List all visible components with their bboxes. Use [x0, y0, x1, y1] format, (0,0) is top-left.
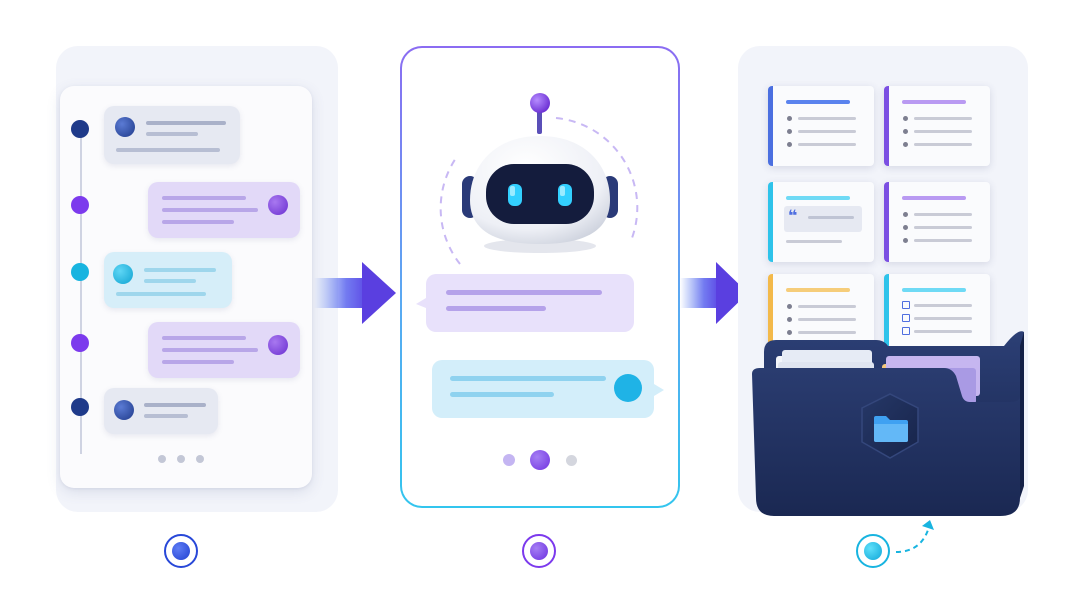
flow-timeline — [200, 520, 934, 553]
quote-icon: ❝ — [788, 206, 798, 225]
message-bubble-5 — [104, 388, 218, 434]
avatar — [115, 117, 135, 137]
cyan-node — [856, 534, 890, 568]
timeline-node-3 — [71, 263, 89, 281]
flow-arrow-1 — [314, 262, 396, 324]
message-bubble-3 — [104, 252, 232, 308]
note-card-2 — [884, 86, 990, 166]
message-bubble-2 — [148, 182, 300, 238]
flow-arrow-2 — [680, 262, 748, 324]
user-message-bubble — [432, 360, 664, 418]
note-card-6 — [884, 274, 990, 354]
avatar — [268, 195, 288, 215]
page-dot-2-active[interactable] — [530, 450, 550, 470]
timeline-node-4 — [71, 334, 89, 352]
checkbox-icon — [902, 301, 910, 309]
message-bubble-4 — [148, 322, 300, 378]
assistant-reply-bubble — [416, 274, 634, 332]
robot-icon — [439, 93, 639, 265]
checkbox-icon — [902, 314, 910, 322]
note-card-4 — [884, 182, 990, 262]
blue-node — [164, 534, 198, 568]
more-dot — [196, 455, 204, 463]
avatar — [268, 335, 288, 355]
folder-icon — [752, 331, 1024, 516]
more-dot — [177, 455, 185, 463]
avatar — [114, 400, 134, 420]
timeline-node-5 — [71, 398, 89, 416]
purple-node — [522, 534, 556, 568]
quote-block — [784, 206, 862, 232]
more-dot — [158, 455, 166, 463]
note-card-3: ❝ — [768, 182, 874, 262]
timeline-node-1 — [71, 120, 89, 138]
note-card-1 — [768, 86, 874, 166]
message-bubble-1 — [104, 106, 240, 164]
checkbox-icon — [902, 327, 910, 335]
page-dot-1[interactable] — [503, 454, 515, 466]
page-dot-3[interactable] — [566, 455, 577, 466]
avatar — [113, 264, 133, 284]
timeline-line — [80, 126, 82, 454]
timeline-node-2 — [71, 196, 89, 214]
